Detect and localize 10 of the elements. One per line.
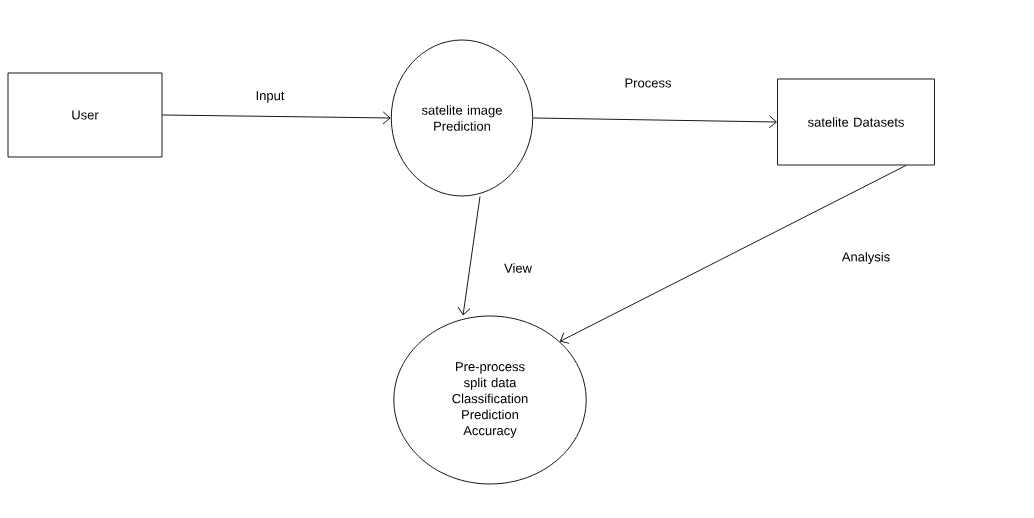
edge-label: View: [503, 262, 533, 274]
entity-box: User: [7, 72, 163, 158]
entity-box: satelite Datasets: [777, 78, 935, 166]
arrow: [162, 111, 391, 125]
arrow: [457, 196, 481, 316]
edge-label: Analysis: [840, 250, 892, 266]
edge-label: Process: [623, 77, 673, 89]
arrow: [532, 115, 777, 129]
edge-label: Input: [254, 90, 286, 104]
arrow: [559, 165, 907, 344]
